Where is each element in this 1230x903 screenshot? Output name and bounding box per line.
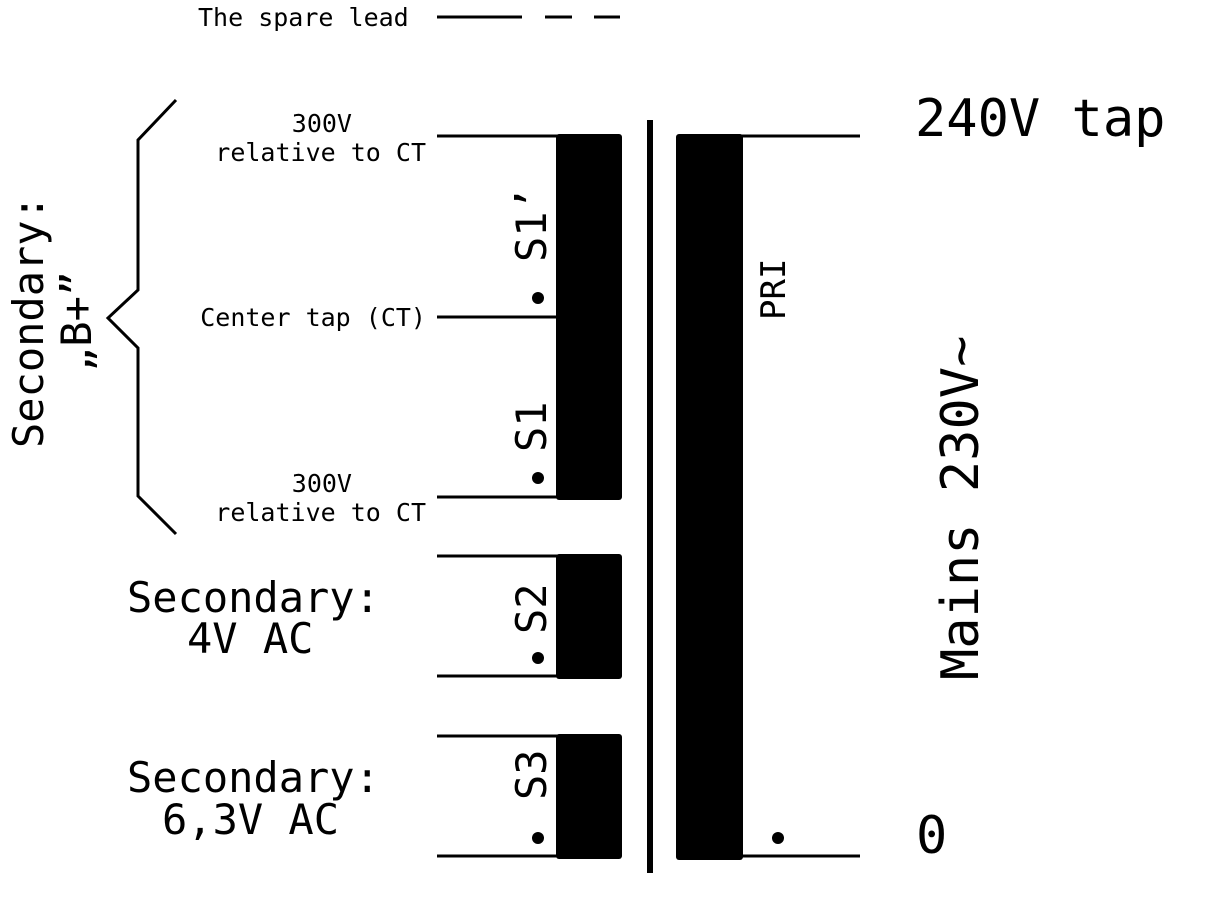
secondary-4v-title: Secondary: <box>127 573 380 622</box>
polarity-dot-primary <box>772 832 784 844</box>
polarity-dot-s1-prime <box>532 292 544 304</box>
center-tap-label: Center tap (CT) <box>200 303 426 332</box>
primary-240v-tap-label: 240V tap <box>915 89 1165 149</box>
winding-label-s3: S3 <box>507 749 556 800</box>
secondary-s2-winding <box>556 554 622 679</box>
secondary-s3-winding <box>556 734 622 859</box>
top-voltage-label: 300V <box>292 109 352 138</box>
primary-zero-label: 0 <box>916 806 947 866</box>
winding-label-s2: S2 <box>507 583 556 634</box>
polarity-dot-s2 <box>532 652 544 664</box>
polarity-dot-s3 <box>532 832 544 844</box>
winding-label-s1: S1 <box>507 401 556 452</box>
secondary-6v3-title: Secondary: <box>127 753 380 802</box>
primary-mains-label: Mains 230V~ <box>931 336 991 680</box>
secondary-4v-value: 4V AC <box>187 614 313 663</box>
polarity-dot-s1 <box>532 472 544 484</box>
winding-label-pri: PRI <box>754 259 794 320</box>
primary-winding <box>676 134 743 860</box>
secondary-6v3-value: 6,3V AC <box>162 795 339 844</box>
bplus-brace <box>105 98 178 536</box>
bottom-relative-label: relative to CT <box>215 498 426 527</box>
bplus-subtitle: „B+” <box>52 271 101 372</box>
winding-label-s1-prime: S1’ <box>507 186 556 262</box>
bplus-title: Secondary: <box>4 195 53 448</box>
secondary-bplus-winding <box>556 134 622 500</box>
bottom-voltage-label: 300V <box>292 469 352 498</box>
top-relative-label: relative to CT <box>215 138 426 167</box>
spare-lead-label: The spare lead <box>198 3 409 32</box>
